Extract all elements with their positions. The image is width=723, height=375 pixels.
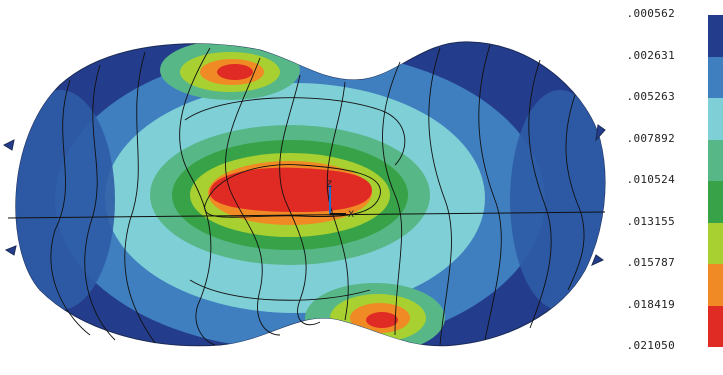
contour-band-8 <box>209 167 372 212</box>
legend-color-swatch <box>708 222 723 264</box>
mid-plane-line <box>7 211 606 219</box>
legend-color-swatch <box>708 305 723 347</box>
legend-color-swatch <box>708 15 723 57</box>
left-lobe-shade <box>15 90 115 310</box>
legend-color-swatch <box>708 56 723 98</box>
legend-color-swatch <box>708 181 723 223</box>
right-lobe-shade <box>510 90 606 310</box>
legend-color-swatch <box>708 264 723 306</box>
hotspot-top-band-4 <box>217 64 253 80</box>
model-viewport[interactable]: Z X <box>0 0 705 375</box>
legend-color-swatch <box>708 139 723 181</box>
coordinate-triad: Z X <box>326 180 354 220</box>
triad-z-label: Z <box>326 180 332 190</box>
legend-color-swatch <box>708 98 723 140</box>
hotspot-bottom-band-4 <box>366 312 398 328</box>
notch-left-lower <box>4 245 17 256</box>
notch-left-upper <box>2 139 15 151</box>
contour-plot <box>2 41 606 347</box>
notch-right-lower <box>591 254 604 266</box>
triad-x-label: X <box>348 210 354 220</box>
notch-right-upper <box>595 124 606 142</box>
